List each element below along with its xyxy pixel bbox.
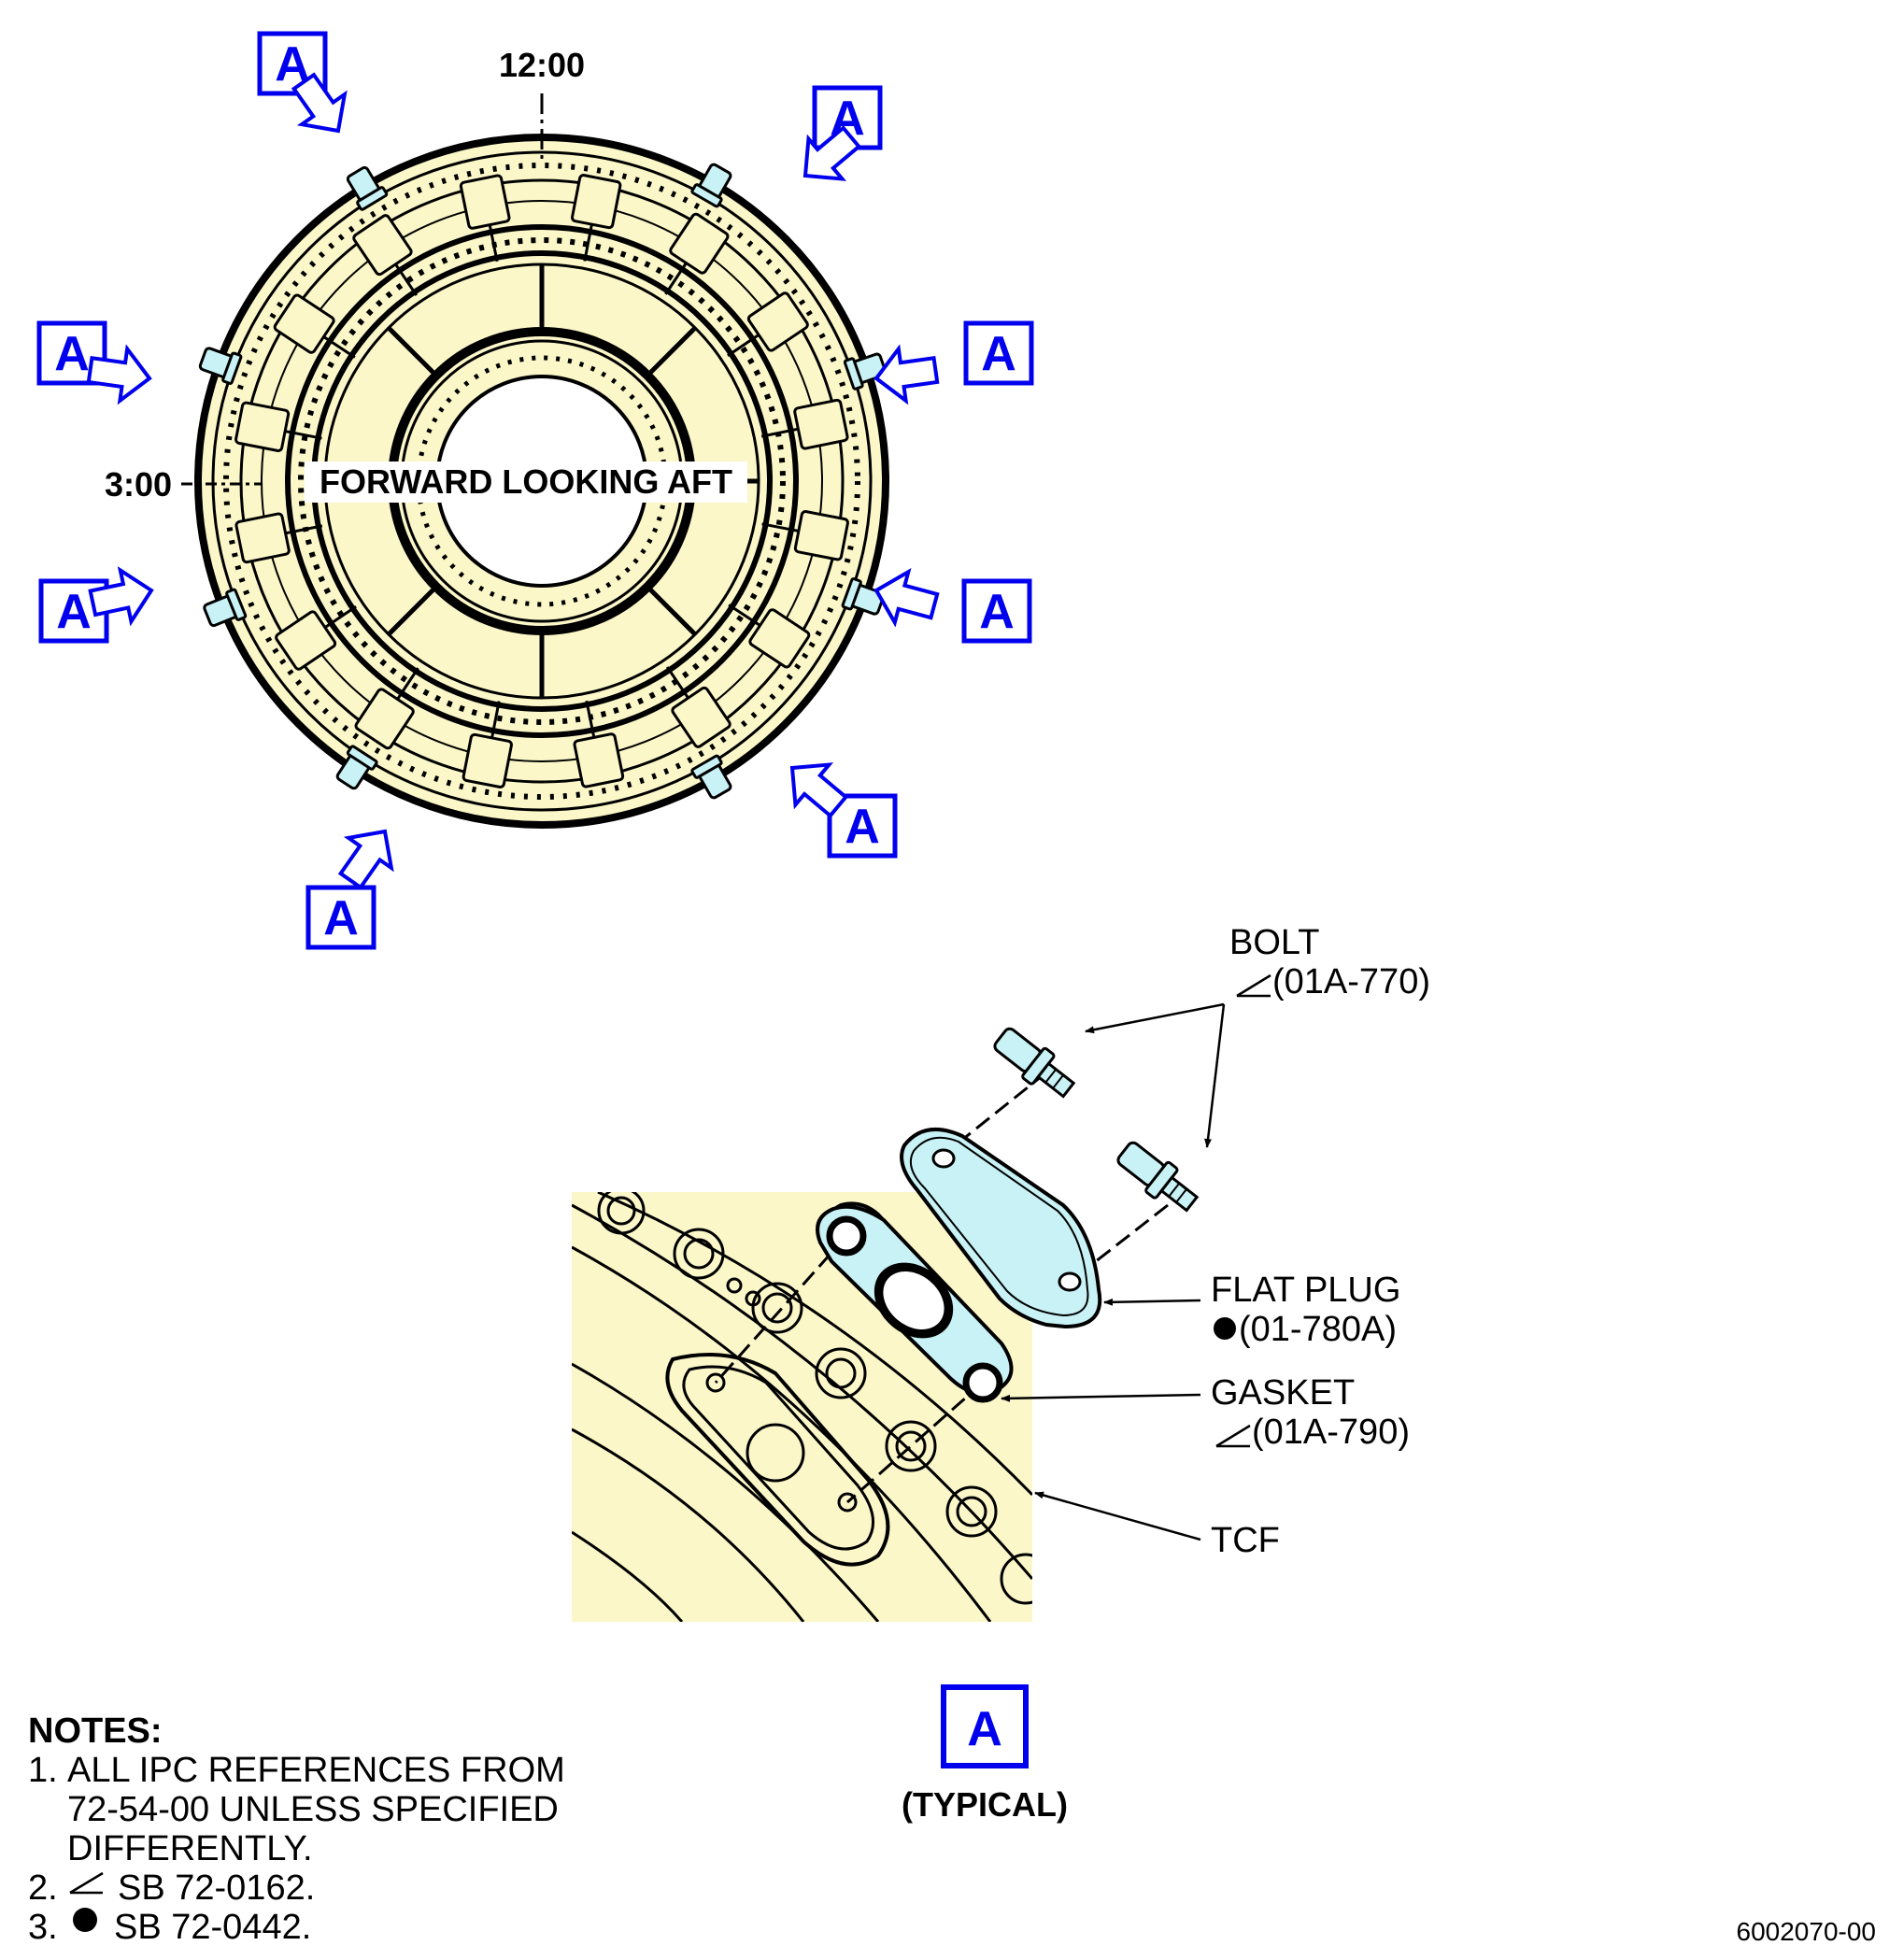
- callout-letter: A: [979, 585, 1015, 639]
- note-number: 2.: [28, 1868, 58, 1908]
- dot-symbol-flat-plug: [1214, 1317, 1236, 1340]
- part-name-gasket: GASKET: [1211, 1373, 1355, 1413]
- callout-arrow-icon: [291, 72, 348, 134]
- callout-arrow-icon: [802, 125, 862, 181]
- notes-block: NOTES: 1. ALL IPC REFERENCES FROM 72-54-…: [28, 1711, 682, 1947]
- mount-bracket: [459, 174, 511, 263]
- part-ref-gasket: (01A-790): [1252, 1413, 1410, 1452]
- view-callout-a: A: [873, 568, 1032, 644]
- part-name-bolt: BOLT: [1229, 923, 1319, 962]
- callout-letter: A: [323, 891, 359, 945]
- access-port: [335, 745, 378, 790]
- note-text: SB 72-0442.: [114, 1908, 312, 1947]
- access-port: [843, 352, 888, 391]
- view-callout-a: A: [789, 762, 898, 859]
- plug-leader: [1103, 1298, 1201, 1306]
- access-port: [346, 165, 389, 211]
- detail-view-caption: (TYPICAL): [902, 1785, 1068, 1824]
- note-text: SB 72-0162.: [118, 1868, 316, 1908]
- detail-view-marker: A: [967, 1702, 1002, 1756]
- access-port: [690, 163, 732, 208]
- note-1: 1. ALL IPC REFERENCES FROM 72-54-00 UNLE…: [28, 1751, 682, 1868]
- note-text: ALL IPC REFERENCES FROM 72-54-00 UNLESS …: [67, 1751, 565, 1868]
- notes-title: NOTES:: [28, 1711, 163, 1751]
- note-2: 2. SB 72-0162.: [28, 1868, 682, 1908]
- part-name-flat-plug: FLAT PLUG: [1211, 1271, 1400, 1310]
- clock-label-left: 3:00: [105, 465, 172, 504]
- view-callout-a: A: [305, 829, 394, 950]
- access-port: [690, 754, 732, 800]
- dot-symbol-icon: [73, 1908, 97, 1932]
- mount-bracket: [352, 214, 419, 296]
- mount-bracket: [462, 701, 513, 788]
- view-title-bg: [305, 462, 747, 503]
- mount-bracket: [234, 512, 323, 564]
- mount-bracket: [760, 398, 849, 450]
- view-callout-a: A: [802, 85, 883, 181]
- mount-bracket: [664, 212, 730, 295]
- mount-bracket: [665, 666, 731, 748]
- bolt-leader-1: [1085, 1002, 1225, 1034]
- bolt-upper: [993, 1027, 1076, 1099]
- mount-bracket: [354, 667, 419, 750]
- mount-bracket: [727, 291, 809, 358]
- triangle-symbol-icon: [69, 1871, 104, 1895]
- part-ref-bolt: (01A-770): [1272, 962, 1430, 1001]
- mount-bracket: [571, 174, 622, 262]
- bolt-lower: [1116, 1141, 1200, 1213]
- clock-label-top: 12:00: [499, 46, 585, 84]
- callout-arrow-icon: [873, 344, 940, 405]
- mount-bracket: [761, 510, 849, 561]
- detail-view-a: [572, 1002, 1226, 1622]
- callout-letter: A: [981, 327, 1016, 381]
- note-number: 1.: [28, 1751, 58, 1790]
- part-name-tcf: TCF: [1211, 1521, 1280, 1560]
- tcf-leader: [1034, 1491, 1201, 1541]
- bolt-leader-2: [1204, 1003, 1226, 1148]
- strut-line: [646, 326, 697, 377]
- callout-letter: A: [54, 327, 90, 381]
- callout-letter: A: [56, 585, 92, 639]
- strut-line: [387, 326, 438, 377]
- note-3: 3. SB 72-0442.: [28, 1908, 682, 1947]
- detail-view-marker-box: [941, 1684, 1029, 1768]
- callout-arrow-icon: [873, 568, 940, 628]
- callout-arrow-icon: [337, 829, 394, 890]
- strut-line: [387, 585, 438, 636]
- callout-arrow-icon: [88, 566, 154, 627]
- mount-bracket: [728, 604, 811, 669]
- access-port: [198, 347, 243, 385]
- mount-bracket: [573, 700, 625, 788]
- mount-bracket: [273, 293, 356, 359]
- flat-plug-shape: [900, 1128, 1102, 1329]
- part-ref-flat-plug: (01-780A): [1239, 1310, 1397, 1349]
- strut-line: [646, 585, 697, 636]
- callout-arrow-icon: [86, 344, 152, 405]
- mount-bracket: [234, 401, 322, 452]
- view-title: FORWARD LOOKING AFT: [320, 462, 732, 501]
- view-callout-a: A: [36, 320, 152, 405]
- access-port: [203, 588, 248, 628]
- drawing-number: 6002070-00: [1736, 1917, 1876, 1946]
- view-callout-a: A: [257, 31, 348, 134]
- callout-arrow-icon: [789, 762, 849, 818]
- mount-bracket: [275, 604, 357, 671]
- view-callout-a: A: [873, 320, 1034, 405]
- gasket-leader: [1001, 1393, 1201, 1402]
- callout-letter: A: [845, 800, 880, 854]
- note-number: 3.: [28, 1908, 58, 1947]
- view-callout-a: A: [38, 566, 154, 644]
